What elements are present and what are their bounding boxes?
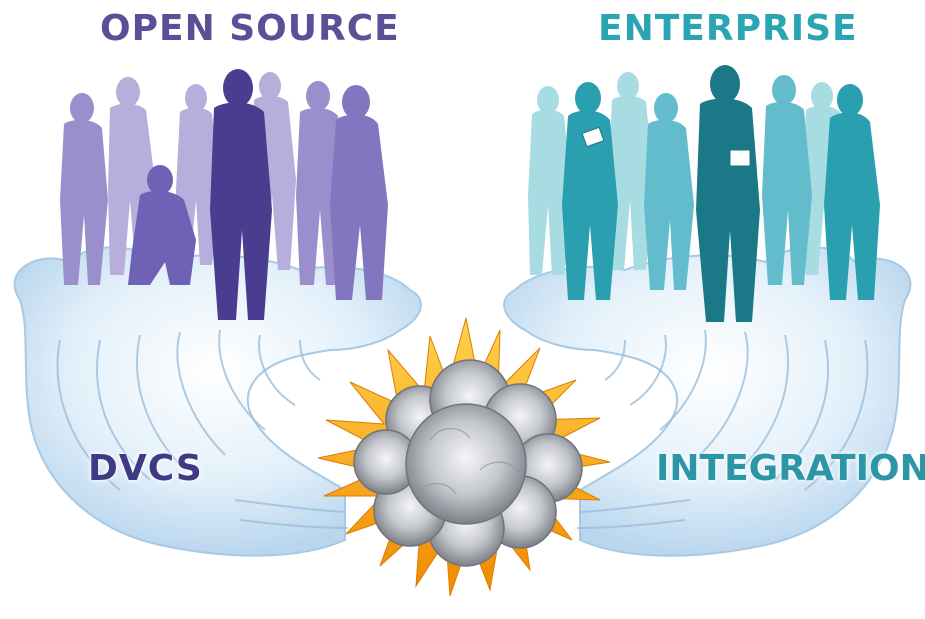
right-cloud-wave (503, 246, 912, 557)
enterprise-title: ENTERPRISE (598, 8, 858, 49)
open-source-title-text: OPEN SOURCE (100, 8, 400, 49)
enterprise-people-icon (528, 65, 880, 322)
dvcs-label-text: DVCS (88, 448, 203, 489)
open-source-people-icon (60, 69, 388, 320)
left-cloud-wave (13, 246, 422, 557)
integration-label-text: INTEGRATION (656, 448, 925, 489)
explosion-icon (317, 317, 611, 597)
dvcs-label: DVCS (88, 448, 203, 489)
integration-label: INTEGRATION (656, 448, 925, 489)
open-source-title: OPEN SOURCE (100, 8, 400, 49)
enterprise-title-text: ENTERPRISE (598, 8, 858, 49)
